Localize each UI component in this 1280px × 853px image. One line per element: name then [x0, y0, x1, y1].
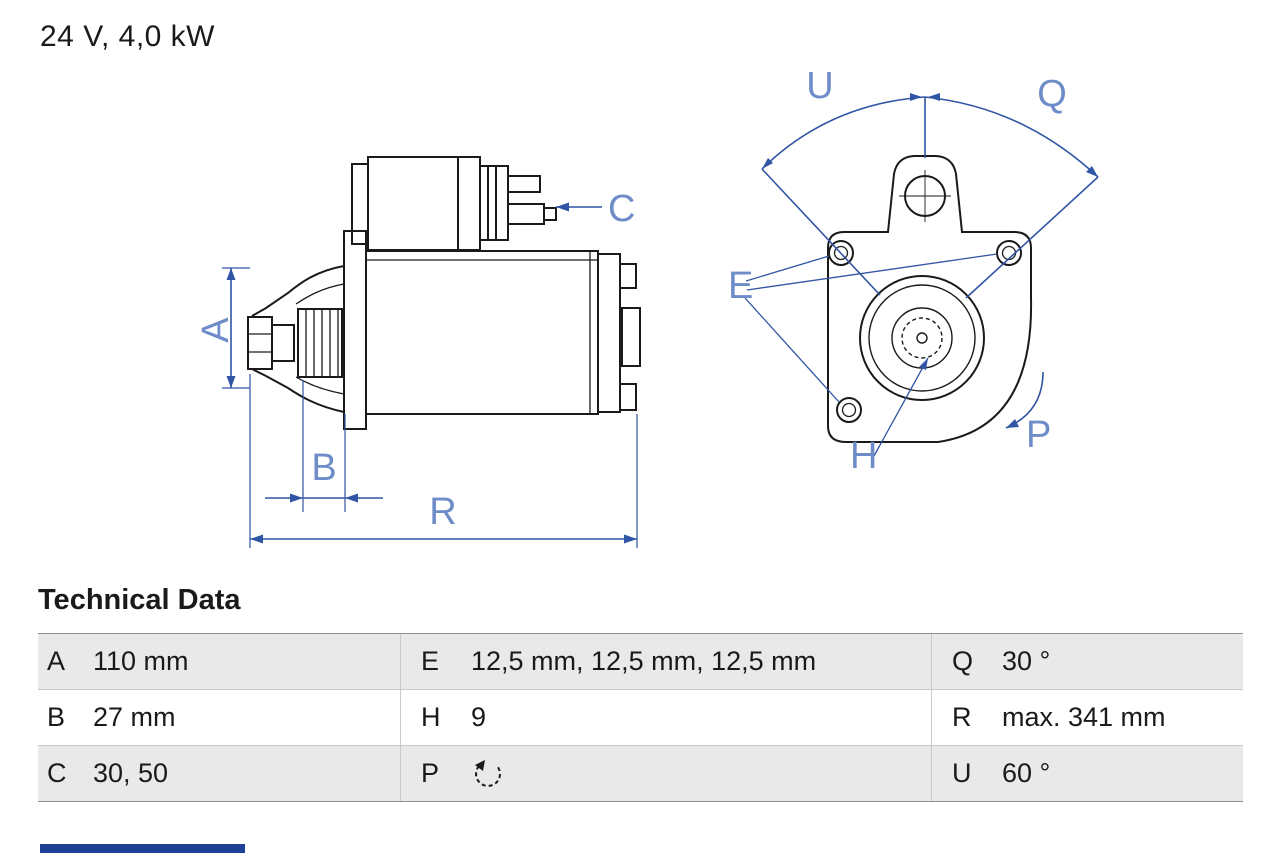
dim-label-b: B — [311, 447, 336, 489]
dimension-labels: A B C R U Q E H P — [195, 65, 1067, 533]
tech-value-u: 60 ° — [1002, 758, 1051, 788]
dim-label-r: R — [429, 491, 456, 533]
table-row: B 27 mm H 9 R max. 341 mm — [38, 689, 1243, 745]
front-view-dimensions — [744, 93, 1099, 457]
front-view — [827, 155, 1033, 443]
tech-value-h: 9 — [471, 702, 487, 732]
mounting-flange — [343, 230, 367, 430]
tech-key-r: R — [952, 702, 972, 732]
tech-value-p — [471, 757, 931, 791]
tech-key-h: H — [421, 702, 441, 732]
page-title: 24 V, 4,0 kW — [40, 20, 215, 53]
tech-key-e: E — [421, 646, 440, 676]
pinion-gear — [297, 308, 343, 378]
tech-key-c: C — [47, 758, 67, 788]
dim-label-u: U — [806, 65, 833, 107]
technical-data-table: A 110 mm E 12,5 mm, 12,5 mm, 12,5 mm Q 3… — [38, 633, 1243, 802]
side-view — [247, 156, 641, 430]
drive-end — [247, 265, 345, 413]
tech-value-e: 12,5 mm, 12,5 mm, 12,5 mm — [471, 646, 817, 676]
tech-key-u: U — [952, 758, 972, 788]
tech-key-a: A — [47, 646, 66, 676]
dim-label-h: H — [850, 435, 877, 477]
starter-motor-drawing: A B C R U Q E H P — [195, 65, 1099, 548]
technical-data-heading: Technical Data — [38, 584, 241, 616]
dim-label-a: A — [195, 317, 237, 343]
side-view-dimensions — [222, 202, 638, 548]
tech-key-q: Q — [952, 646, 974, 676]
table-row: A 110 mm E 12,5 mm, 12,5 mm, 12,5 mm Q 3… — [38, 634, 1243, 689]
dim-label-c: C — [608, 188, 635, 230]
tech-key-p: P — [421, 758, 440, 788]
dim-label-e: E — [728, 265, 753, 307]
motor-body — [365, 250, 641, 415]
tech-value-r: max. 341 mm — [1002, 702, 1166, 732]
bottom-accent-bar — [40, 844, 245, 853]
rotation-ccw-icon — [475, 759, 501, 787]
tech-value-c: 30, 50 — [93, 758, 169, 788]
flange-plate — [827, 155, 1033, 443]
tech-value-q: 30 ° — [1002, 646, 1051, 676]
tech-value-b: 27 mm — [93, 702, 176, 732]
table-row: C 30, 50 P U 60 ° — [38, 745, 1243, 801]
dim-label-p: P — [1026, 414, 1051, 456]
bolt-holes — [828, 240, 1022, 423]
dim-label-q: Q — [1037, 73, 1067, 115]
tech-key-b: B — [47, 702, 66, 732]
solenoid — [351, 156, 557, 251]
tech-value-a: 110 mm — [93, 646, 189, 676]
